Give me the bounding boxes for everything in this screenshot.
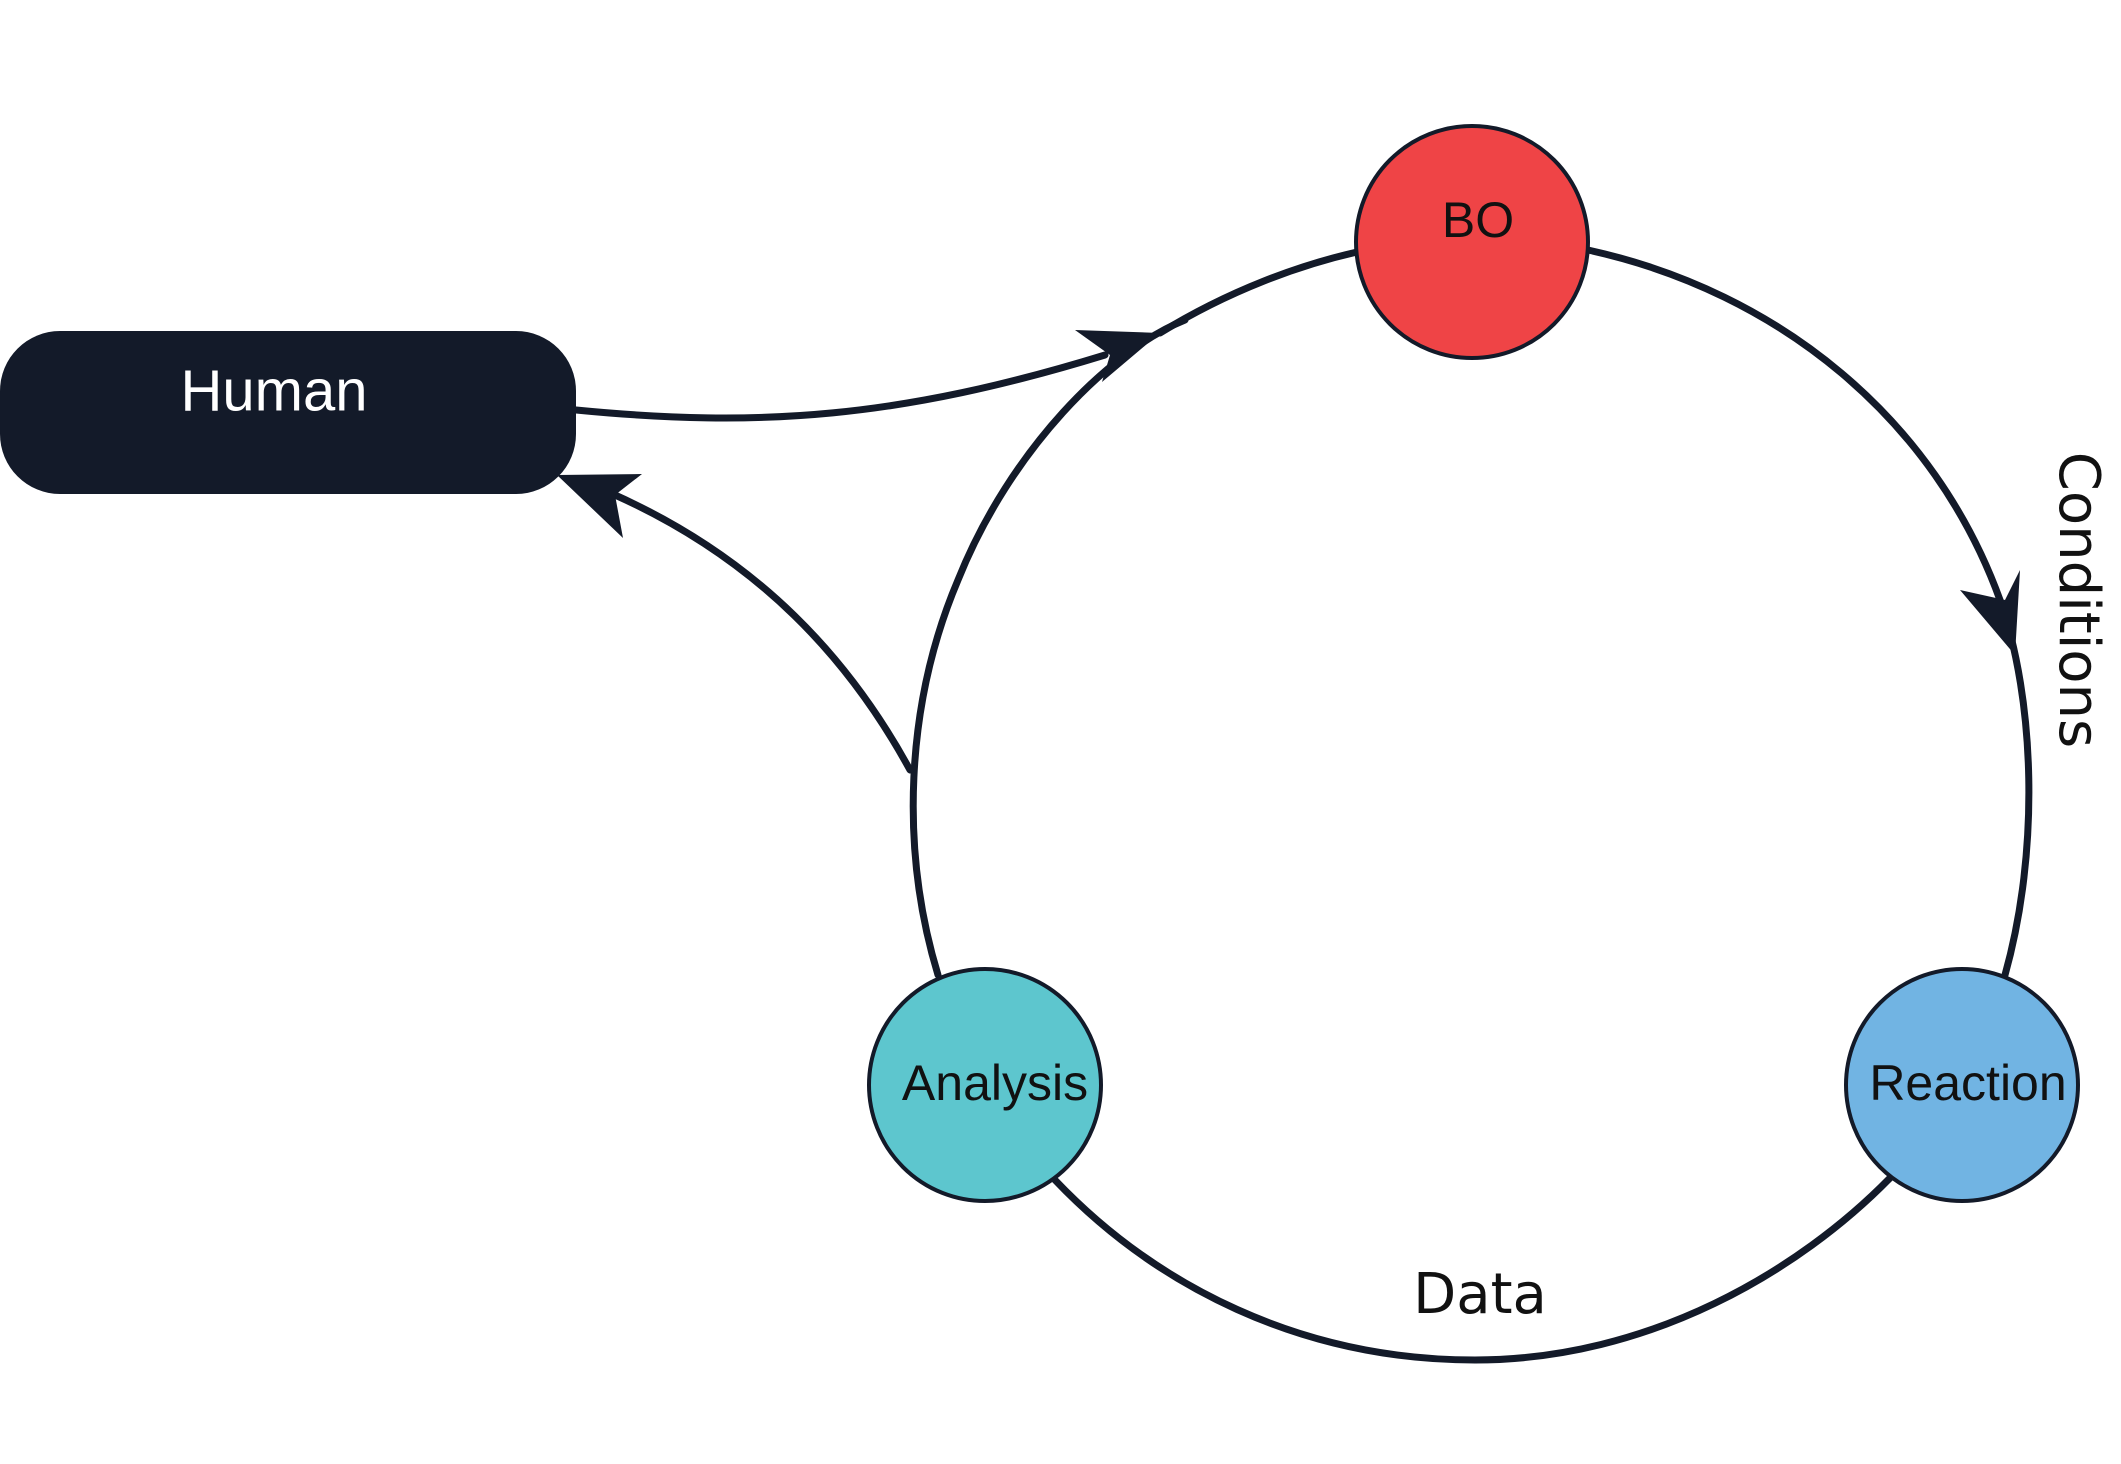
reaction-label: Reaction	[1869, 1055, 2066, 1111]
reaction-node[interactable]: Reaction	[1844, 967, 2080, 1203]
bo-circle	[1354, 124, 1590, 360]
analysis-label: Analysis	[902, 1055, 1088, 1111]
arrowhead-to-bo	[1075, 330, 1160, 382]
reaction-circle	[1844, 967, 2080, 1203]
analysis-circle	[867, 967, 1103, 1203]
edge-analysis-to-bo	[909, 316, 1189, 979]
analysis-node[interactable]: Analysis	[867, 967, 1103, 1203]
edges	[557, 246, 2033, 1364]
edge-human-to-bo	[572, 351, 1109, 422]
bo-node[interactable]: BO	[1354, 124, 1590, 360]
data-label: Data	[1413, 1262, 1547, 1327]
edge-analysis-to-human	[611, 491, 914, 774]
edge-bo-to-reaction	[1584, 246, 2033, 979]
edge-reaction-to-analysis	[1051, 1174, 1894, 1364]
human-node[interactable]: Human	[0, 331, 576, 494]
arrowhead-to-human	[557, 474, 642, 538]
bo-label: BO	[1442, 192, 1514, 248]
edge-arc-top-left	[1156, 248, 1361, 337]
conditions-label: Conditions	[2046, 452, 2111, 748]
human-label: Human	[181, 358, 368, 423]
arrowhead-to-reaction	[1960, 570, 2020, 655]
human-box	[0, 331, 576, 494]
